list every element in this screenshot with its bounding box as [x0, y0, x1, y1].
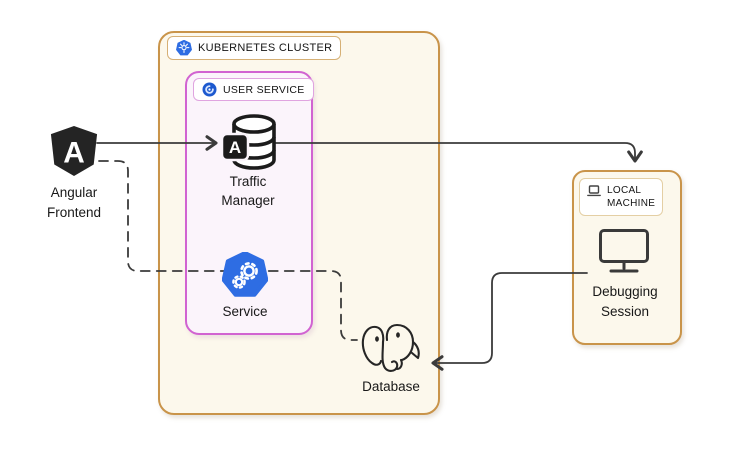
kubernetes-cluster-label: KUBERNETES CLUSTER	[167, 36, 342, 60]
service-label: Service	[222, 304, 268, 319]
user-service-label: USER SERVICE	[193, 78, 314, 101]
traffic-manager-icon: A	[220, 114, 278, 172]
debugging-session-label: Debugging Session	[592, 284, 658, 319]
traffic-manager-label: Traffic Manager	[221, 174, 275, 208]
monitor-icon	[598, 228, 650, 274]
postgresql-icon	[357, 322, 423, 376]
user-service-icon	[202, 82, 217, 97]
angular-logo-icon: A	[49, 125, 99, 177]
angular-frontend-label: Angular Frontend	[46, 185, 102, 220]
local-machine-label: LOCAL MACHINE	[579, 178, 664, 216]
laptop-icon	[587, 185, 601, 197]
kubernetes-cluster-label-text: KUBERNETES CLUSTER	[198, 42, 333, 54]
angular-badge-icon	[220, 132, 250, 162]
svg-text:A: A	[63, 137, 85, 170]
user-service-label-text: USER SERVICE	[223, 83, 305, 96]
kubernetes-service-icon	[222, 252, 268, 298]
local-machine-label-text: LOCAL MACHINE	[607, 185, 656, 209]
database-label: Database	[362, 379, 420, 394]
svg-text:A: A	[229, 138, 241, 157]
kubernetes-icon	[176, 40, 192, 56]
